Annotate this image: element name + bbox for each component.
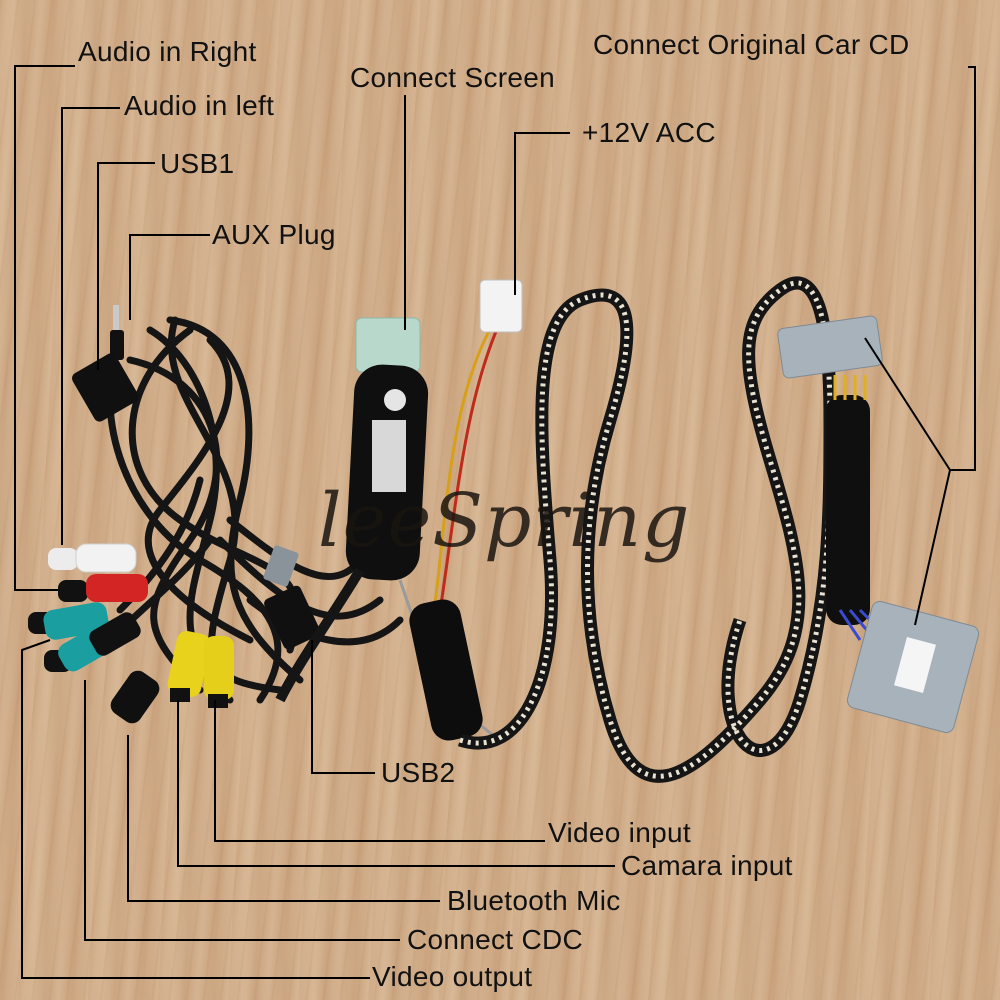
usb2-connector <box>263 545 321 650</box>
label-bluetooth-mic: Bluetooth Mic <box>447 885 621 916</box>
label-12v-acc: +12V ACC <box>582 117 716 148</box>
acc-connector <box>479 279 523 333</box>
label-connect-original-car-cd: Connect Original Car CD <box>593 29 910 60</box>
label-video-input: Video input <box>548 817 691 848</box>
rca-white <box>48 543 137 573</box>
label-aux-plug: AUX Plug <box>212 219 336 250</box>
label-connect-cdc: Connect CDC <box>407 924 584 955</box>
label-usb1: USB1 <box>160 148 235 179</box>
car-cd-harness <box>777 315 980 734</box>
label-camara-input: Camara input <box>621 850 793 881</box>
rca-yellow-pair <box>167 631 234 708</box>
screen-module <box>275 317 429 703</box>
rca-red <box>58 574 148 602</box>
label-video-output: Video output <box>372 961 533 992</box>
rca-teal-2 <box>44 612 141 672</box>
leader-lines <box>14 65 976 979</box>
label-usb2: USB2 <box>381 757 456 788</box>
watermark: leeSpring <box>318 478 691 564</box>
bluetooth-mic-plug <box>110 670 160 724</box>
label-audio-in-right: Audio in Right <box>78 36 257 67</box>
aux-plug <box>110 305 124 360</box>
usb1-connector <box>72 353 139 422</box>
inline-filter <box>409 599 483 741</box>
label-audio-in-left: Audio in left <box>124 90 275 121</box>
label-connect-screen: Connect Screen <box>350 62 555 93</box>
